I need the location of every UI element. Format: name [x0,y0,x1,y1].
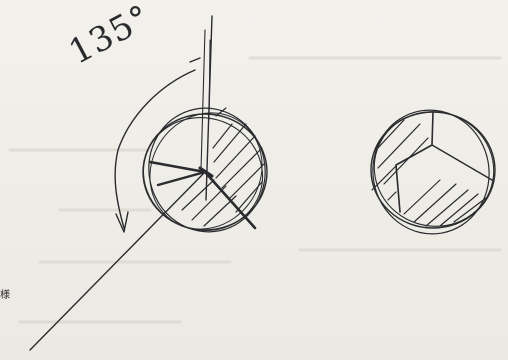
margin-character: 様 [0,286,10,301]
right-chevron-boundary [396,112,433,212]
right-circle-sketch [359,96,508,243]
rotation-arc-arrow [115,70,195,228]
radius-left [150,162,205,172]
